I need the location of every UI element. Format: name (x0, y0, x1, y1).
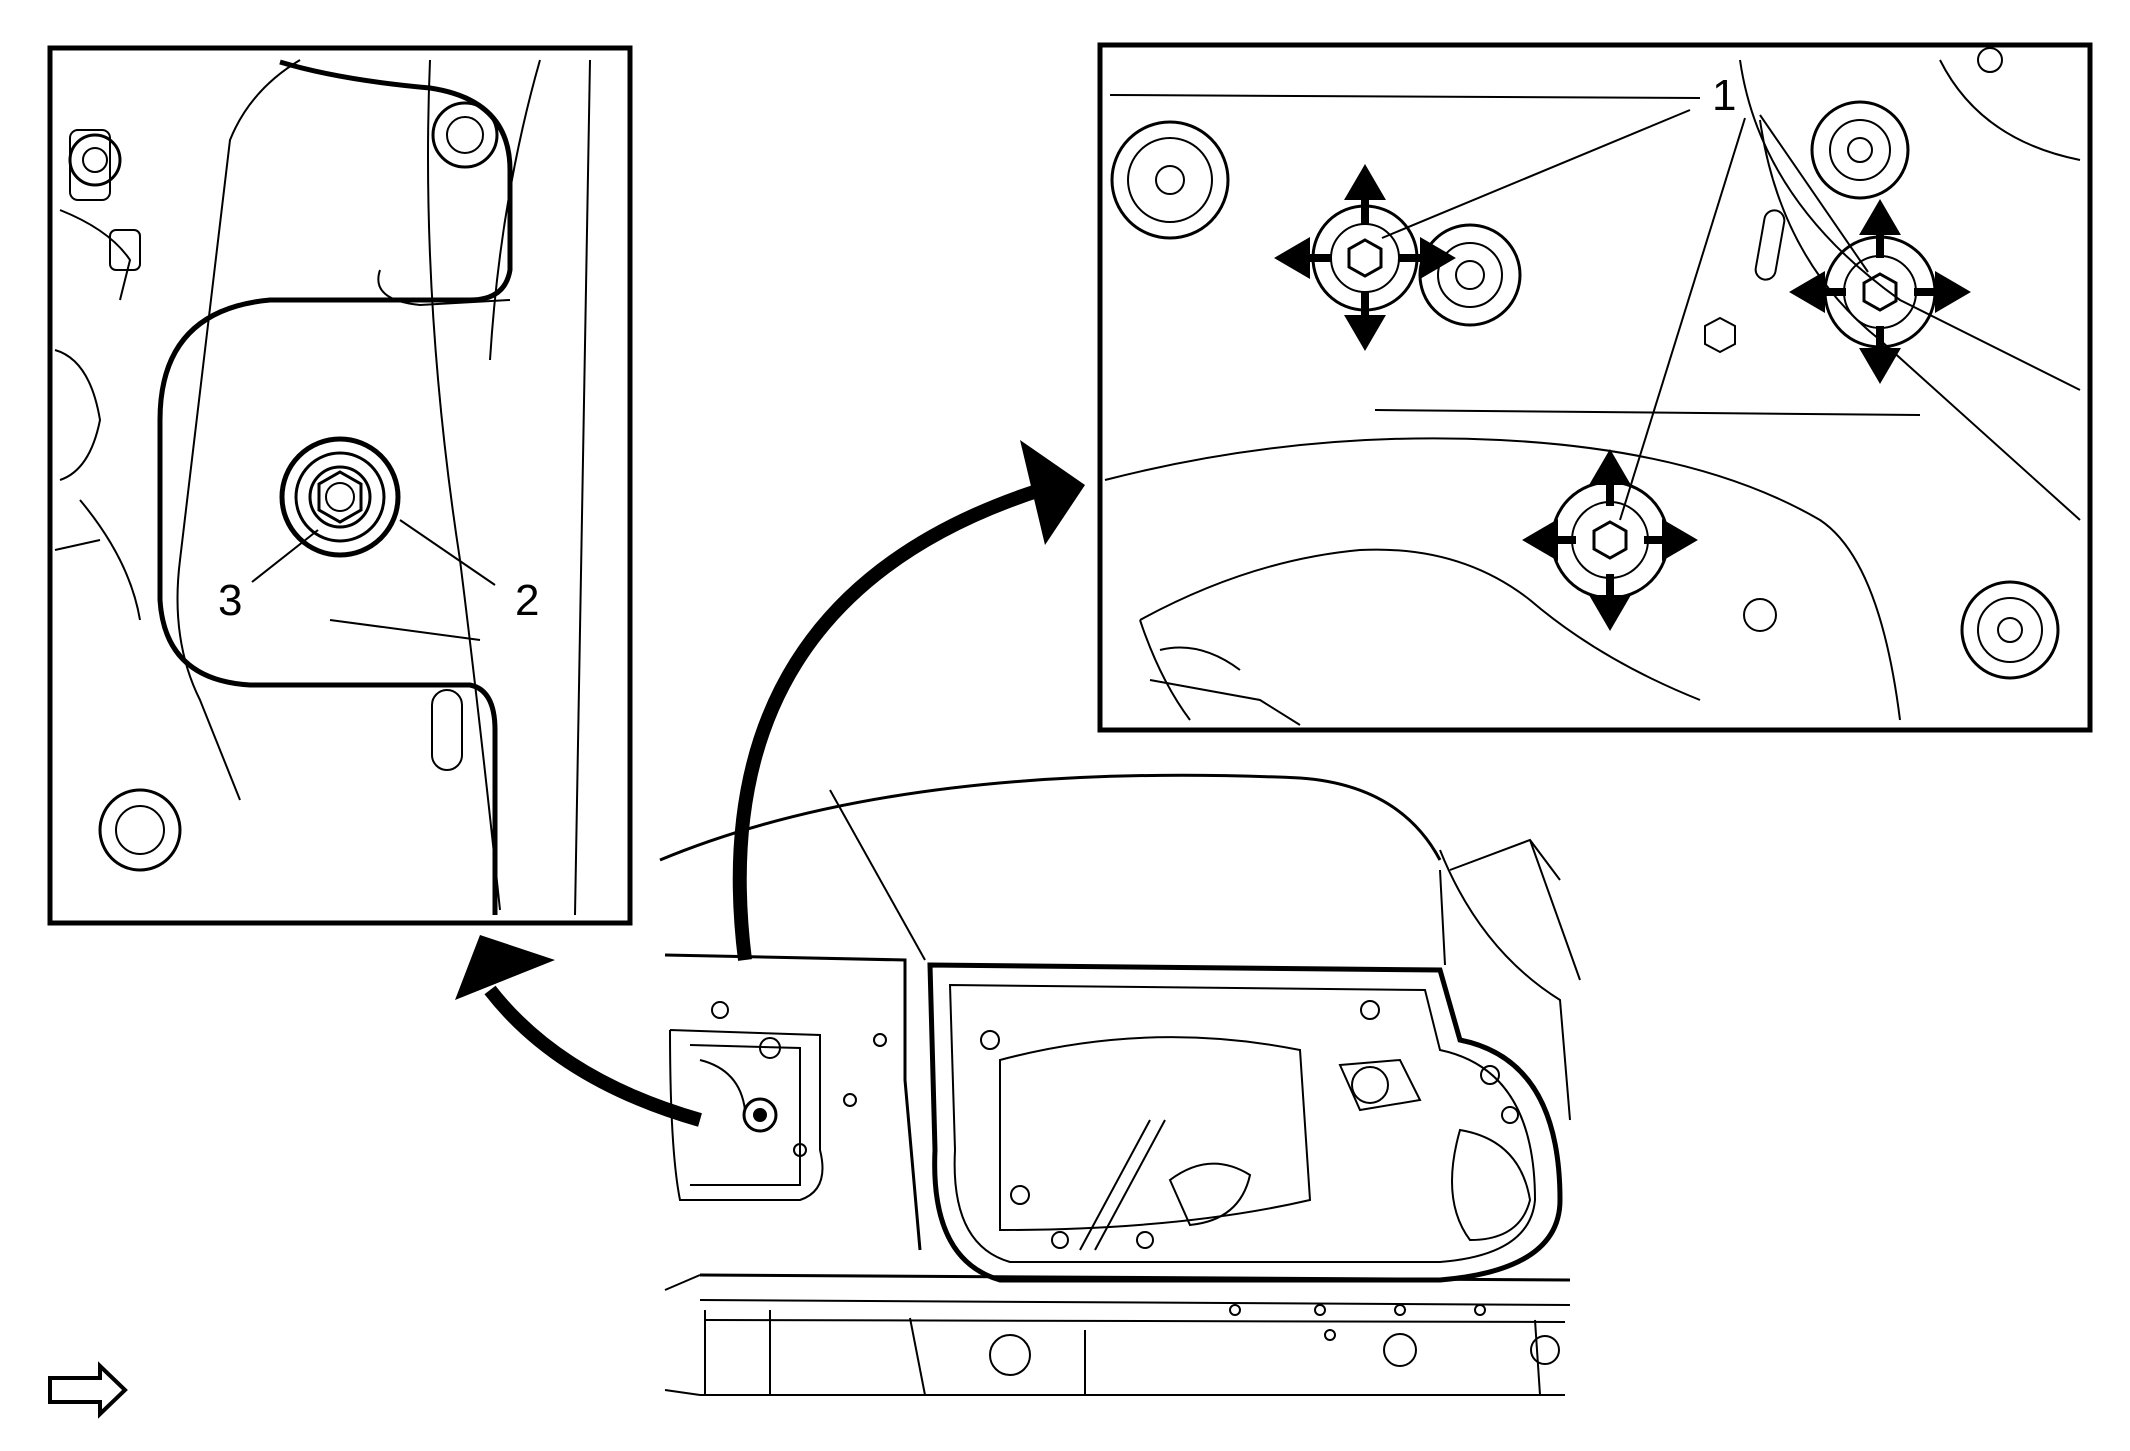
latch-location-marker (699, 1059, 778, 1133)
leader-line-2 (399, 519, 496, 586)
move-direction-cross-icon (1789, 199, 1971, 384)
leader-line-1a (1381, 109, 1691, 239)
slot-hole (1754, 209, 1786, 281)
callout-3: 3 (218, 576, 242, 625)
grommet-bottom (98, 788, 182, 872)
slot-hole (431, 689, 463, 771)
curved-pointer-arrow-icon (455, 935, 702, 1127)
leader-line-1b (1619, 117, 1746, 521)
view-direction-arrow-icon (48, 1361, 128, 1419)
move-direction-cross-icon (1522, 449, 1698, 631)
move-direction-cross-icon (1274, 164, 1456, 351)
grommet-bottom-right (1960, 580, 2060, 680)
small-hole (1977, 47, 2003, 73)
grommet-top-right (1810, 100, 1910, 200)
door-assembly-view (659, 773, 1581, 1396)
bracket-outline (157, 59, 513, 915)
left-detail-panel: 3 2 (47, 45, 633, 926)
grommet-top (431, 101, 499, 169)
small-hex (1704, 316, 1736, 354)
callout-2: 2 (515, 576, 539, 625)
small-hole (1743, 598, 1777, 632)
right-detail-panel: 1 (1097, 42, 2093, 733)
leader-line-1c (1759, 114, 1869, 273)
curved-pointer-arrow-icon (732, 440, 1085, 961)
callout-1: 1 (1712, 71, 1736, 120)
leader-line-3 (251, 529, 319, 583)
grommet-large-left (1110, 120, 1230, 240)
latch-mechanism (54, 129, 141, 551)
fastener-nut (279, 436, 401, 558)
panel-holes (711, 1000, 1519, 1341)
